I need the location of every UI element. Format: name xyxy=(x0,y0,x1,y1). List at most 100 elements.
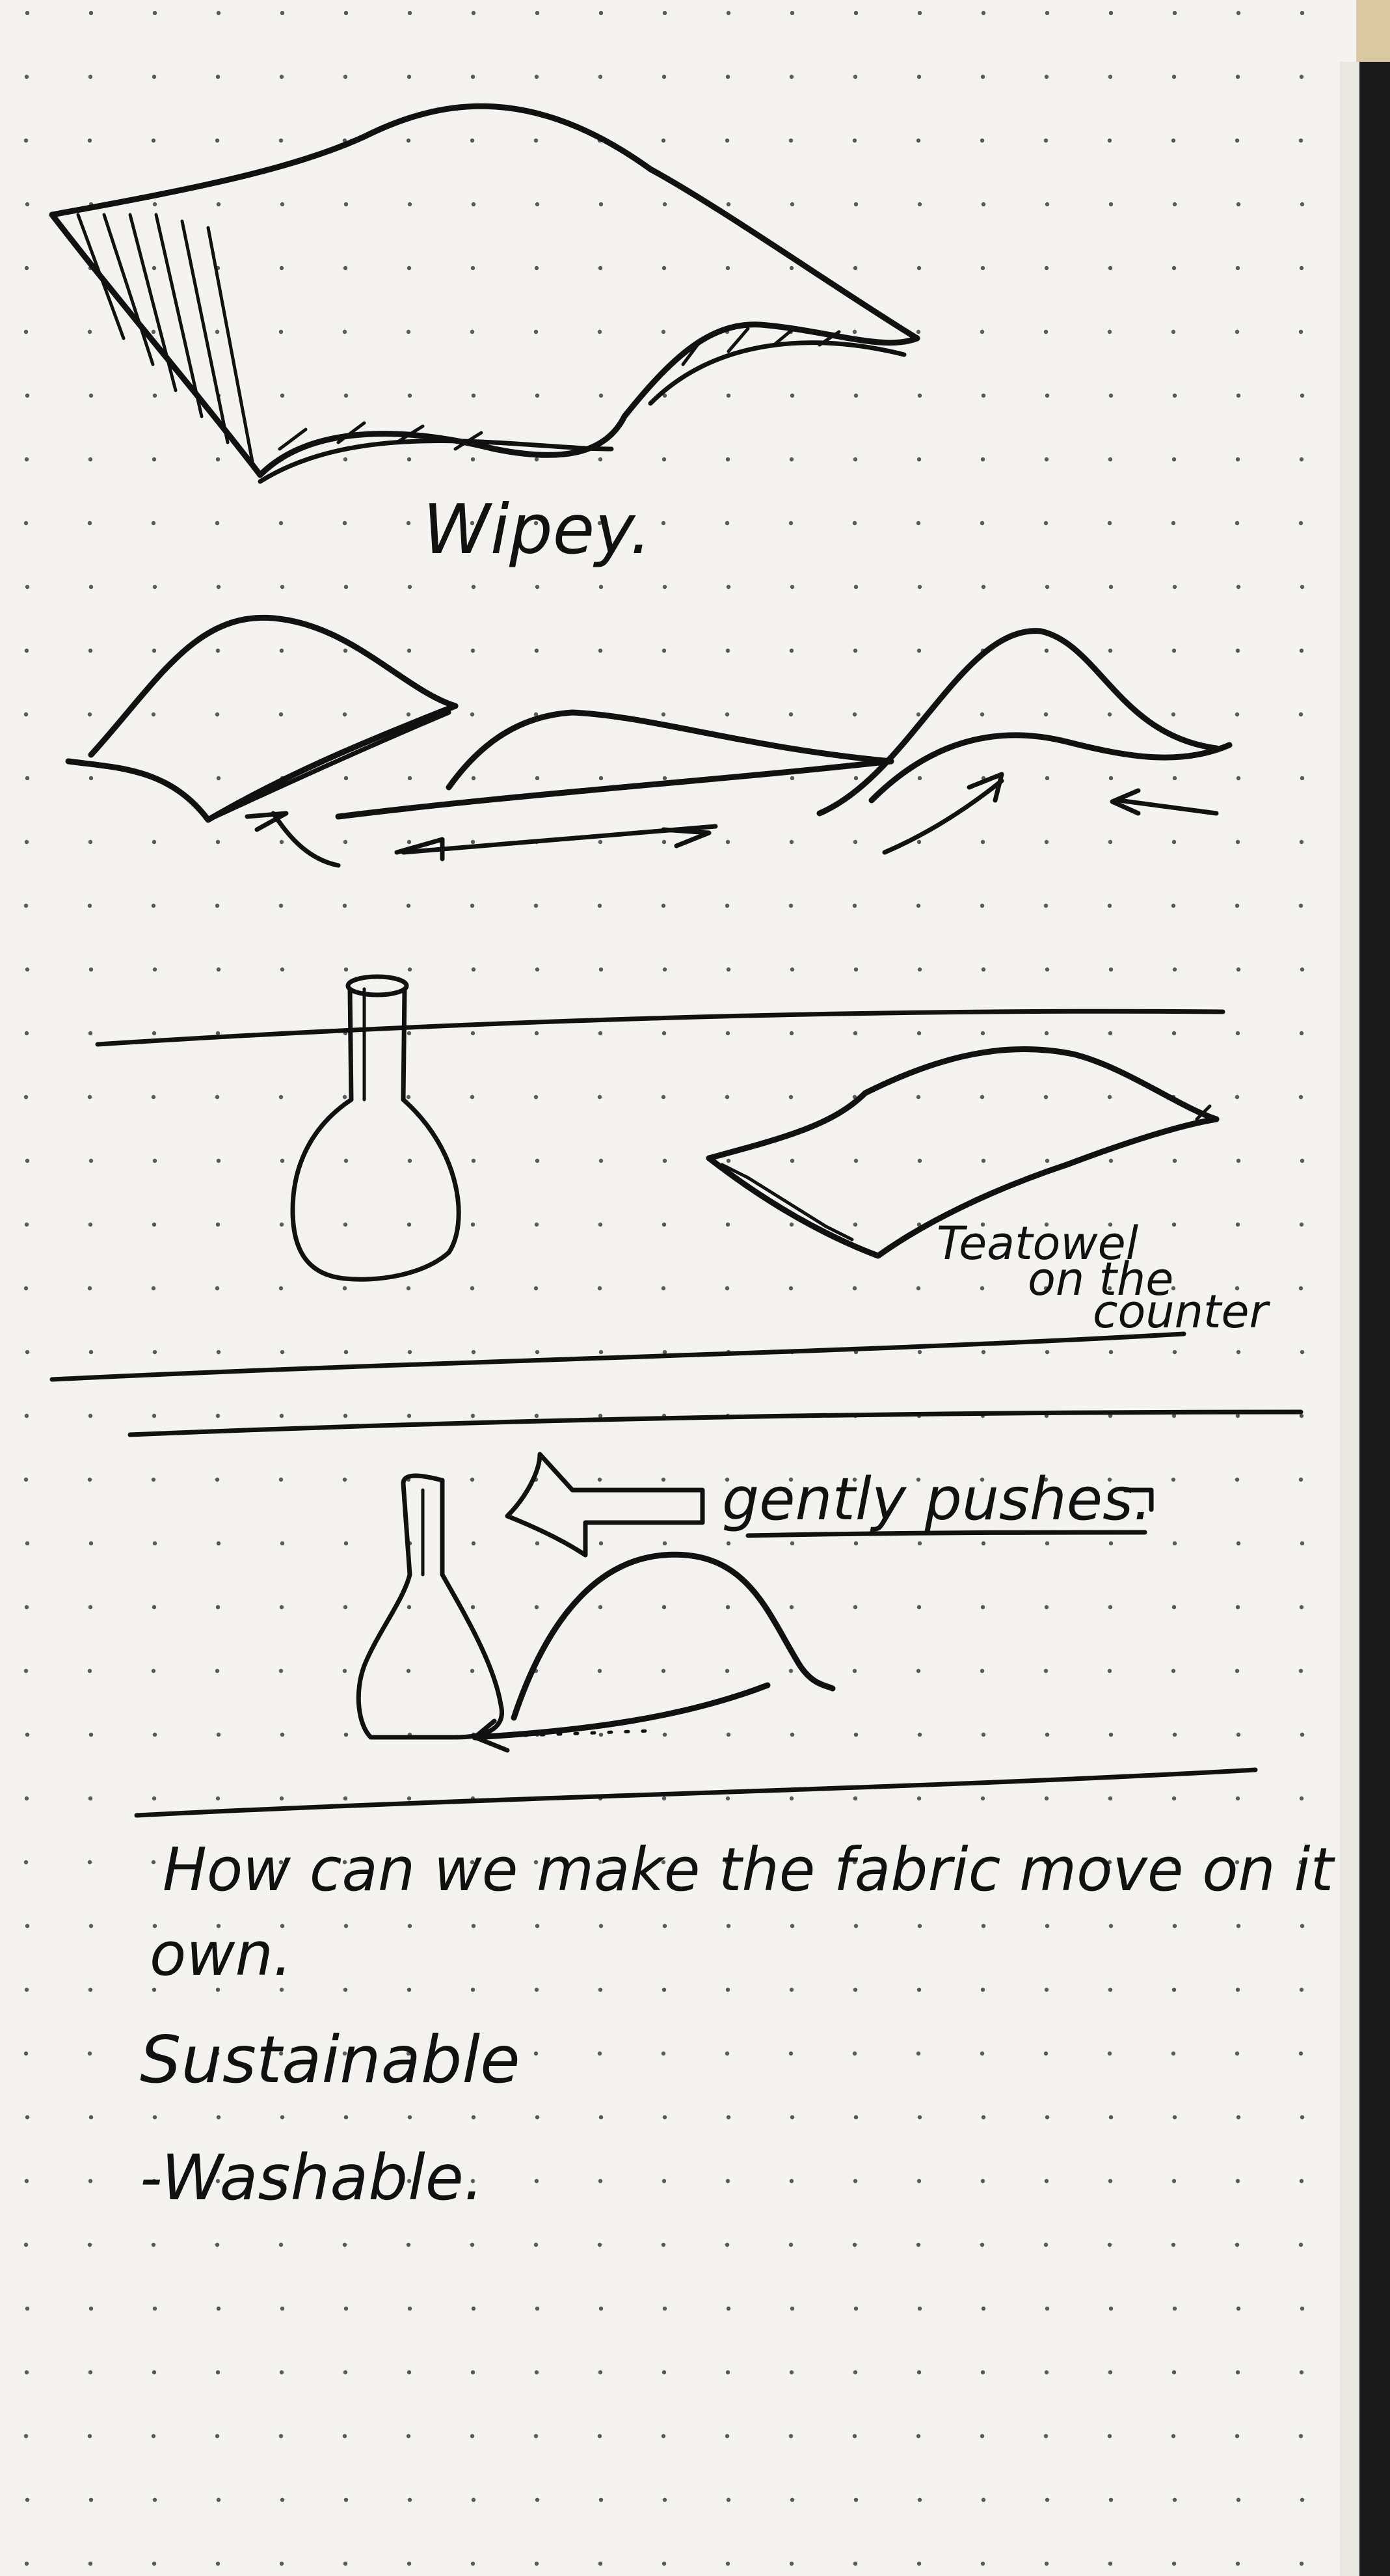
grid-dot xyxy=(280,649,284,653)
grid-dot xyxy=(1299,1478,1303,1482)
grid-dot xyxy=(88,1478,92,1482)
grid-dot xyxy=(472,1350,475,1354)
grid-dot xyxy=(535,649,539,653)
grid-dot xyxy=(790,1031,794,1035)
grid-dot xyxy=(25,2370,29,2374)
grid-dot xyxy=(1299,330,1303,334)
grid-dot xyxy=(343,2370,347,2374)
grid-dot xyxy=(25,11,29,15)
grid-dot xyxy=(1045,202,1049,206)
grid-dot xyxy=(981,1796,985,1800)
grid-dot xyxy=(343,1988,347,1992)
grid-dot xyxy=(726,840,730,844)
grid-dot xyxy=(88,2243,92,2247)
grid-dot xyxy=(1173,968,1177,971)
grid-dot xyxy=(471,1223,475,1227)
grid-dot xyxy=(1300,968,1304,971)
grid-dot xyxy=(1236,1605,1240,1609)
grid-dot xyxy=(662,1031,666,1035)
grid-dot xyxy=(598,266,602,270)
grid-dot xyxy=(152,2562,156,2566)
grid-dot xyxy=(1172,2562,1176,2566)
grid-dot xyxy=(727,585,730,589)
grid-dot xyxy=(1108,712,1112,716)
grid-dot xyxy=(280,1350,284,1354)
grid-dot xyxy=(1299,2434,1303,2438)
grid-dot xyxy=(88,139,92,142)
grid-dot xyxy=(25,1988,29,1992)
grid-dot xyxy=(216,1605,220,1609)
grid-dot xyxy=(217,2498,221,2502)
grid-dot xyxy=(534,330,538,334)
grid-dot xyxy=(853,2434,857,2438)
grid-dot xyxy=(1172,1605,1176,1609)
grid-dot xyxy=(980,139,984,142)
grid-dot xyxy=(1300,1605,1303,1609)
grid-dot xyxy=(1108,2052,1112,2055)
grid-dot xyxy=(1236,1796,1240,1800)
grid-dot xyxy=(343,840,347,844)
grid-dot xyxy=(918,2307,922,2311)
grid-dot xyxy=(1045,2562,1049,2566)
grid-dot xyxy=(343,904,347,908)
grid-dot xyxy=(1172,2370,1176,2374)
grid-dot xyxy=(725,1095,729,1099)
grid-dot xyxy=(790,1605,794,1609)
grid-dot xyxy=(1044,330,1048,334)
grid-dot xyxy=(1044,139,1048,142)
grid-dot xyxy=(535,2498,539,2502)
grid-dot xyxy=(1300,457,1303,461)
grid-dot xyxy=(1236,2179,1240,2183)
grid-dot xyxy=(1299,1286,1303,1290)
grid-dot xyxy=(24,1286,28,1290)
grid-dot xyxy=(407,2243,410,2247)
grid-dot xyxy=(25,2562,29,2566)
grid-dot xyxy=(152,1605,156,1609)
grid-dot xyxy=(1299,1669,1303,1673)
grid-dot xyxy=(790,266,794,270)
grid-dot xyxy=(25,1733,29,1737)
grid-dot xyxy=(25,457,29,461)
grid-dot xyxy=(1171,521,1175,525)
grid-dot xyxy=(1236,1159,1240,1163)
grid-dot xyxy=(217,585,221,589)
grid-dot xyxy=(662,1095,665,1099)
grid-dot xyxy=(663,1733,667,1737)
grid-dot xyxy=(535,2370,539,2374)
grid-dot xyxy=(662,712,665,716)
grid-dot xyxy=(1236,75,1240,79)
grid-dot xyxy=(980,521,984,525)
grid-dot xyxy=(1045,649,1049,653)
grid-dot xyxy=(217,776,221,780)
grid-dot xyxy=(980,904,984,908)
grid-dot xyxy=(1300,1414,1303,1418)
grid-dot xyxy=(918,1541,922,1545)
grid-dot xyxy=(25,1541,29,1545)
grid-dot xyxy=(1109,1350,1113,1354)
grid-dot xyxy=(1172,1031,1176,1035)
grid-dot xyxy=(1108,1095,1112,1099)
grid-dot xyxy=(727,968,730,971)
grid-dot xyxy=(217,968,221,971)
grid-dot xyxy=(662,521,665,525)
grid-dot xyxy=(1300,1988,1303,1992)
grid-dot xyxy=(408,776,412,780)
grid-dot xyxy=(24,712,28,716)
grid-dot xyxy=(215,521,219,525)
grid-dot xyxy=(1108,649,1112,653)
grid-dot xyxy=(471,1988,475,1992)
note-line-1: How can we make the fabric move on it xyxy=(163,1835,1335,1905)
grid-dot xyxy=(918,1924,922,1928)
grid-dot xyxy=(25,776,29,780)
grid-dot xyxy=(343,266,347,270)
grid-dot xyxy=(1109,1924,1113,1928)
grid-dot xyxy=(1300,1733,1304,1737)
grid-dot xyxy=(982,1159,985,1163)
grid-dot xyxy=(24,1095,28,1099)
grid-dot xyxy=(344,1924,348,1928)
grid-dot xyxy=(662,2179,666,2183)
grid-dot xyxy=(88,840,92,844)
grid-dot xyxy=(535,75,539,79)
grid-dot xyxy=(662,1988,666,1992)
grid-dot xyxy=(88,1669,92,1673)
